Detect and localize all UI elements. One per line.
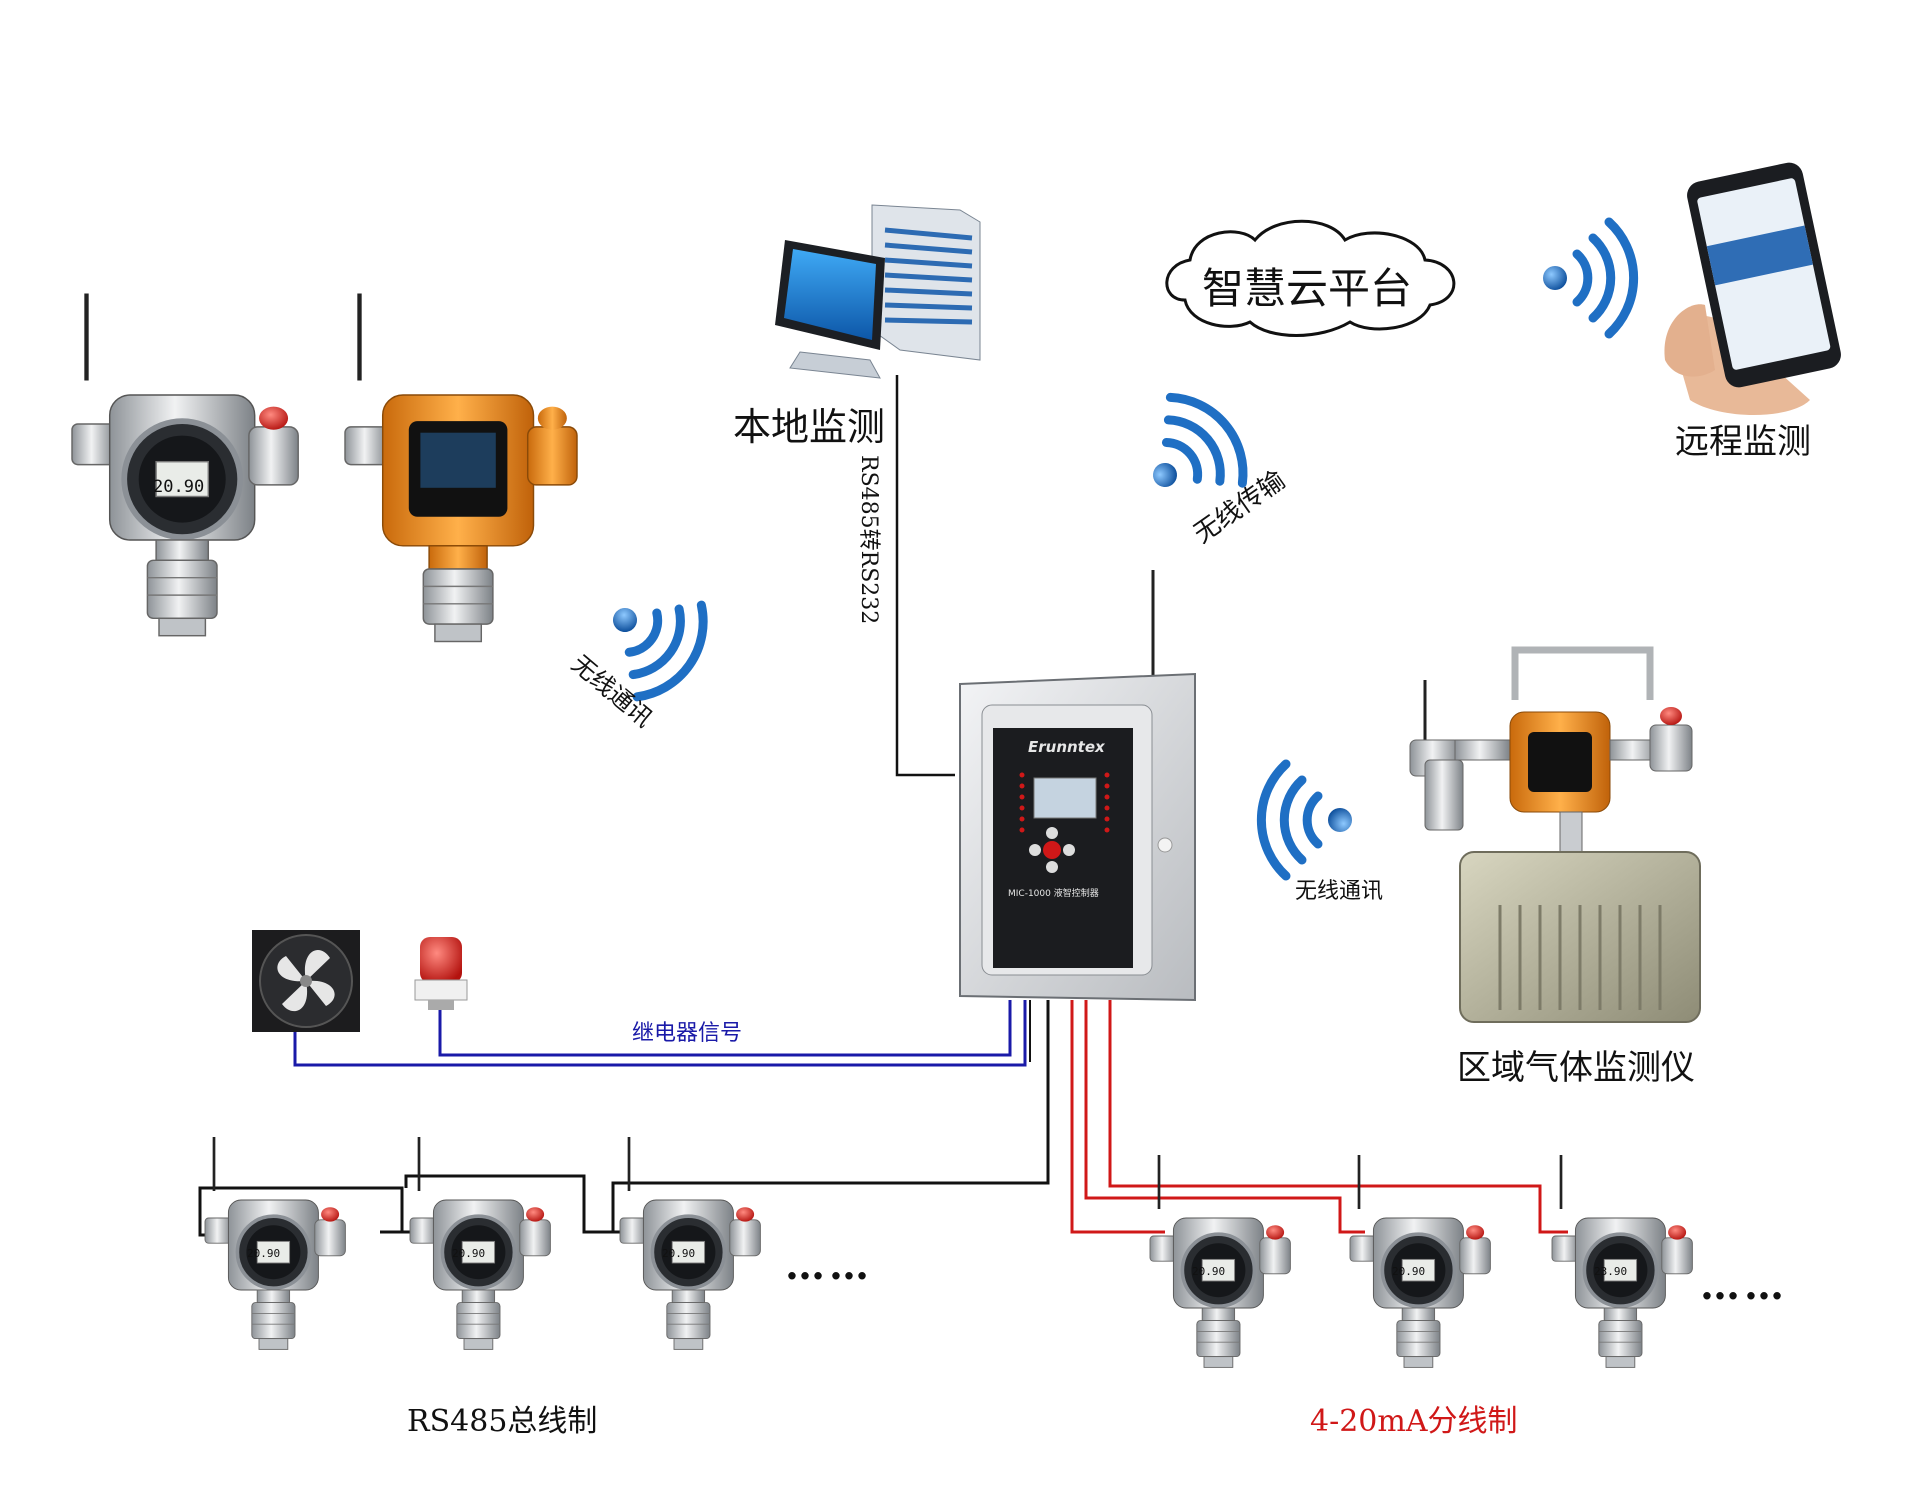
wifi-remote-icon [1543,222,1634,334]
wifi-right-icon [1261,764,1352,876]
wireless-comm-right-label: 无线通讯 [1295,879,1384,904]
smartphone-icon [1664,162,1841,415]
cloud-icon [1165,219,1456,337]
controller-model: MIC-1000 液智控制器 [1008,889,1099,899]
analog-4-20ma-wires [1070,1000,1568,1234]
rs485-rs232-wire [895,375,955,777]
detector-reading-bus-3: 20.90 [662,1247,696,1260]
bus-detector-1 [203,1135,348,1352]
gas-detector-silver [72,294,298,636]
gas-detector-orange [344,293,578,643]
detector-reading-analog-1: 20.90 [1192,1265,1226,1278]
detector-reading-analog-2: 20.90 [1392,1265,1426,1278]
bus-detector-2 [408,1135,553,1352]
controller-brand: Erunntex [1028,738,1105,756]
mic1000-controller [959,570,1196,1002]
area-gas-monitor-label: 区域气体监测仪 [1457,1048,1695,1088]
detector-reading-bus-1: 20.90 [247,1247,281,1260]
detector-reading-top: 20.90 [153,477,205,497]
local-monitor-label: 本地监测 [733,405,886,449]
alarm-light-icon [414,937,468,1010]
computer-icon [775,204,981,379]
rs485-rs232-label: RS485转RS232 [856,455,881,625]
area-gas-monitor [1409,646,1701,1023]
relay-signal-wires [293,1000,1031,1067]
analog-branch-label: 4-20mA分线制 [1310,1404,1518,1439]
rs485-bus-wires [198,1000,1050,1237]
relay-signal-label: 继电器信号 [632,1021,743,1046]
rs485-bus-label: RS485总线制 [407,1404,598,1439]
cloud-platform-label: 智慧云平台 [1202,264,1413,313]
detector-reading-analog-3: 23.90 [1594,1265,1628,1278]
exhaust-fan-icon [252,930,360,1032]
analog-ellipsis: …… [1700,1262,1788,1309]
detector-reading-bus-2: 20.90 [452,1247,486,1260]
remote-monitor-label: 远程监测 [1675,422,1811,462]
bus-detector-3 [618,1135,763,1352]
analog-detector-3 [1550,1153,1695,1370]
bus-ellipsis: …… [785,1242,873,1289]
